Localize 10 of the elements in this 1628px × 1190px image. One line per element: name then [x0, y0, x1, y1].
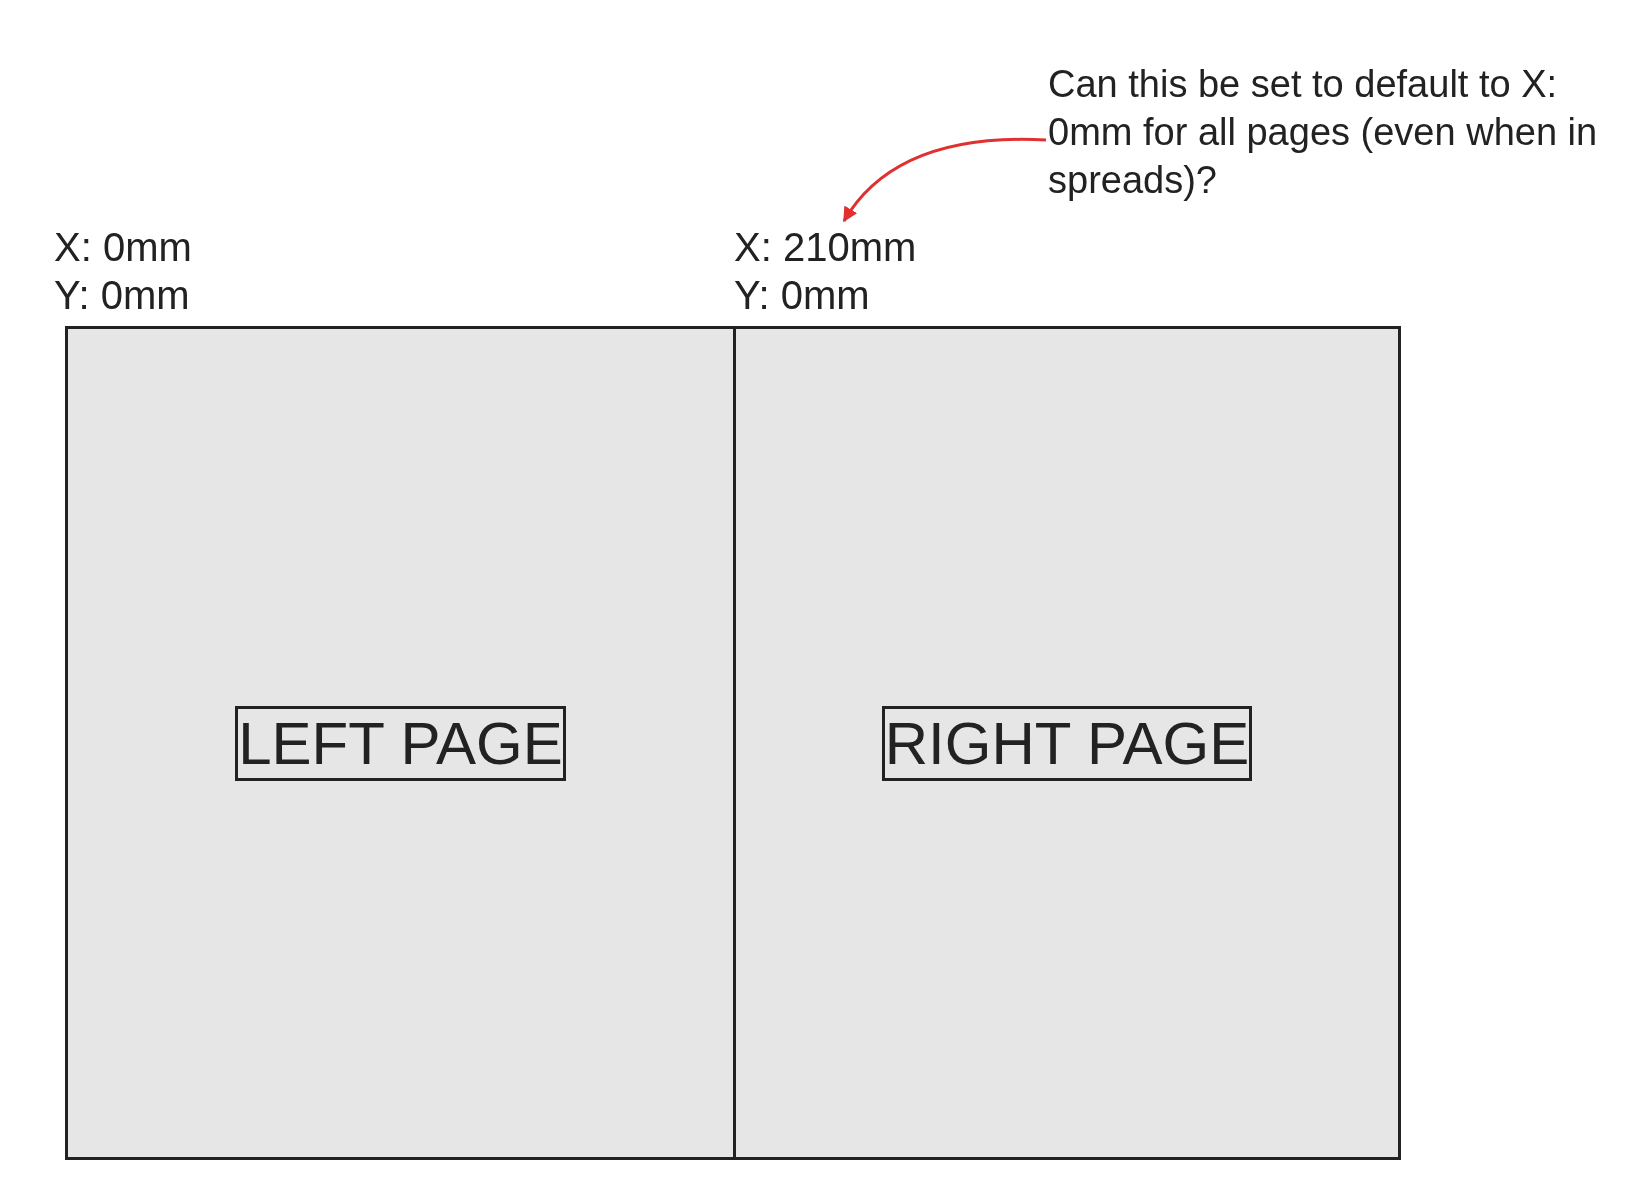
annotation-text: Can this be set to default to X: 0mm for all pages (even when in spreads)?	[1048, 62, 1599, 203]
page-box	[733, 326, 1401, 1160]
coordinate-label: X: 0mm	[54, 224, 192, 271]
arrow	[842, 137, 1047, 223]
page-label: LEFT PAGE	[235, 705, 566, 781]
page-label: RIGHT PAGE	[881, 705, 1253, 781]
page-box	[65, 326, 736, 1160]
coordinate-label: X: 210mm	[734, 224, 918, 271]
coordinate-label: Y: 0mm	[734, 272, 871, 319]
coordinate-label: Y: 0mm	[54, 272, 191, 319]
